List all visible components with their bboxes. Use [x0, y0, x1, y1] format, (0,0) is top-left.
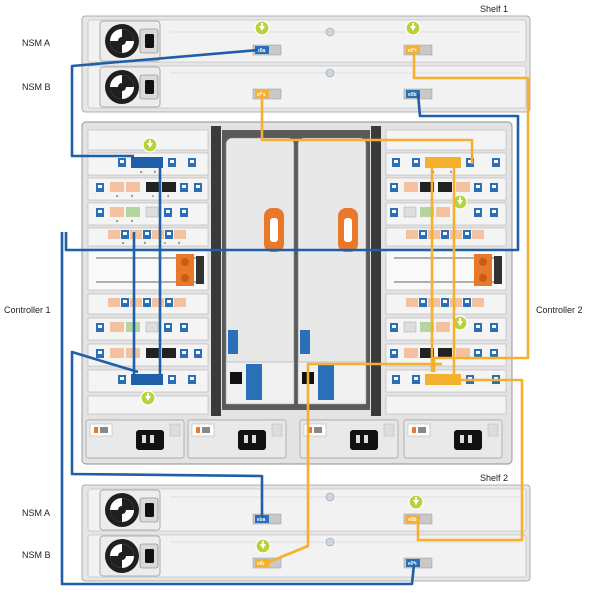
shelf2-nsm-a-arrow-icon [408, 494, 424, 510]
svg-text:b: b [131, 218, 134, 223]
psu-2-icon [187, 419, 287, 459]
shelf2-nsm-a-port-e0a-label: e0a [257, 517, 266, 523]
shelf1-nsm-b-fan-icon [99, 66, 161, 108]
shelf1-nsm-a-label: NSM A [22, 38, 50, 48]
controller1-arrow-bottom-icon [140, 390, 156, 406]
shelf1-nsm-a-port-e0a[interactable] [255, 46, 269, 54]
svg-text:b: b [450, 169, 453, 174]
shelf2-nsm-a-port-e0b[interactable] [406, 515, 420, 523]
shelf2-nsm-b-label: NSM B [22, 550, 51, 560]
cable-blue-shelf1b-to-ctrl [64, 93, 520, 252]
shelf2-nsm-a-port-e0a[interactable] [255, 515, 269, 523]
shelf1-nsm-a-arrow-icon [254, 20, 270, 36]
svg-text:b: b [144, 240, 147, 245]
svg-text:b: b [154, 169, 157, 174]
controller1-mgmt-port[interactable] [246, 364, 262, 400]
svg-text:a: a [140, 169, 143, 174]
shelf1-title: Shelf 1 [480, 4, 508, 14]
shelf1-nsm-a-arrow2-icon [405, 20, 421, 36]
controller1-port-ab-top[interactable] [131, 157, 163, 168]
controller2-port-ab-bottom[interactable] [425, 374, 461, 385]
svg-text:c: c [164, 240, 166, 245]
cable-orange-shelf1a-to-ctrl2 [412, 50, 530, 372]
svg-text:c: c [152, 193, 154, 198]
controller-1-label: Controller 1 [4, 305, 51, 315]
controller2-port-ab-top[interactable] [425, 157, 461, 168]
shelf1-nsm-b-label: NSM B [22, 82, 51, 92]
shelf2-nsm-b-fan-icon [99, 535, 161, 577]
svg-text:a: a [116, 218, 119, 223]
shelf2-nsm-a-port-e0b-label: e0b [408, 517, 417, 523]
cable-blue-shelf1a-to-ctrl1 [70, 48, 259, 158]
shelf1-nsm-a-port-e0a-label: e0a [257, 48, 266, 54]
svg-text:a: a [432, 169, 435, 174]
shelf2-nsm-a-fan-icon [99, 489, 161, 531]
slot-strip-right [371, 126, 381, 416]
slot-strip-left [211, 126, 221, 416]
psu-4-icon [403, 419, 503, 459]
shelf2-nsm-b-port-e0a[interactable] [255, 559, 269, 567]
shelf2-nsm-b-port-e0b-label: e0b [408, 561, 417, 567]
svg-text:b: b [131, 193, 134, 198]
svg-text:a: a [116, 193, 119, 198]
psu-1-icon [85, 419, 185, 459]
cable-blue-ctrl1-to-shelf2a [70, 350, 264, 518]
psu-3-icon [299, 419, 399, 459]
controller-2-label: Controller 2 [536, 305, 583, 315]
controller1-port-ab-bottom[interactable] [131, 374, 163, 385]
cable-orange-ctrl2-to-shelf2a [416, 378, 524, 542]
svg-text:a: a [122, 240, 125, 245]
shelf2-nsm-a-label: NSM A [22, 508, 50, 518]
shelf1-nsm-a-port-e0b-label: e0b [408, 48, 417, 54]
shelf2-nsm-b-port-e0a-label: e0a [257, 561, 266, 567]
cable-orange-shelf1b-to-ctrl2 [260, 94, 474, 164]
cable-blue-ctrl1-to-shelf2b [60, 232, 416, 586]
controller1-arrow-top-icon [142, 137, 158, 153]
cable-orange-ctrl2-to-shelf2b [263, 362, 442, 566]
svg-text:d: d [167, 193, 169, 198]
shelf2-title: Shelf 2 [480, 473, 508, 483]
controller2-mgmt-port[interactable] [318, 364, 334, 400]
shelf1-nsm-a-fan-icon [99, 20, 161, 62]
controller1-ports: a b a b c d a b a b c d [96, 157, 204, 385]
controller2-ports: a b [390, 157, 502, 385]
shelf1-nsm-b-port-e0b-label: e0b [408, 92, 417, 98]
shelf1-nsm-b-port-e0b[interactable] [406, 90, 420, 98]
shelf2-nsm-b-port-e0b[interactable] [406, 559, 420, 567]
cables [60, 48, 530, 586]
shelf2-nsm-b-arrow-icon [255, 538, 271, 554]
svg-text:d: d [178, 240, 180, 245]
